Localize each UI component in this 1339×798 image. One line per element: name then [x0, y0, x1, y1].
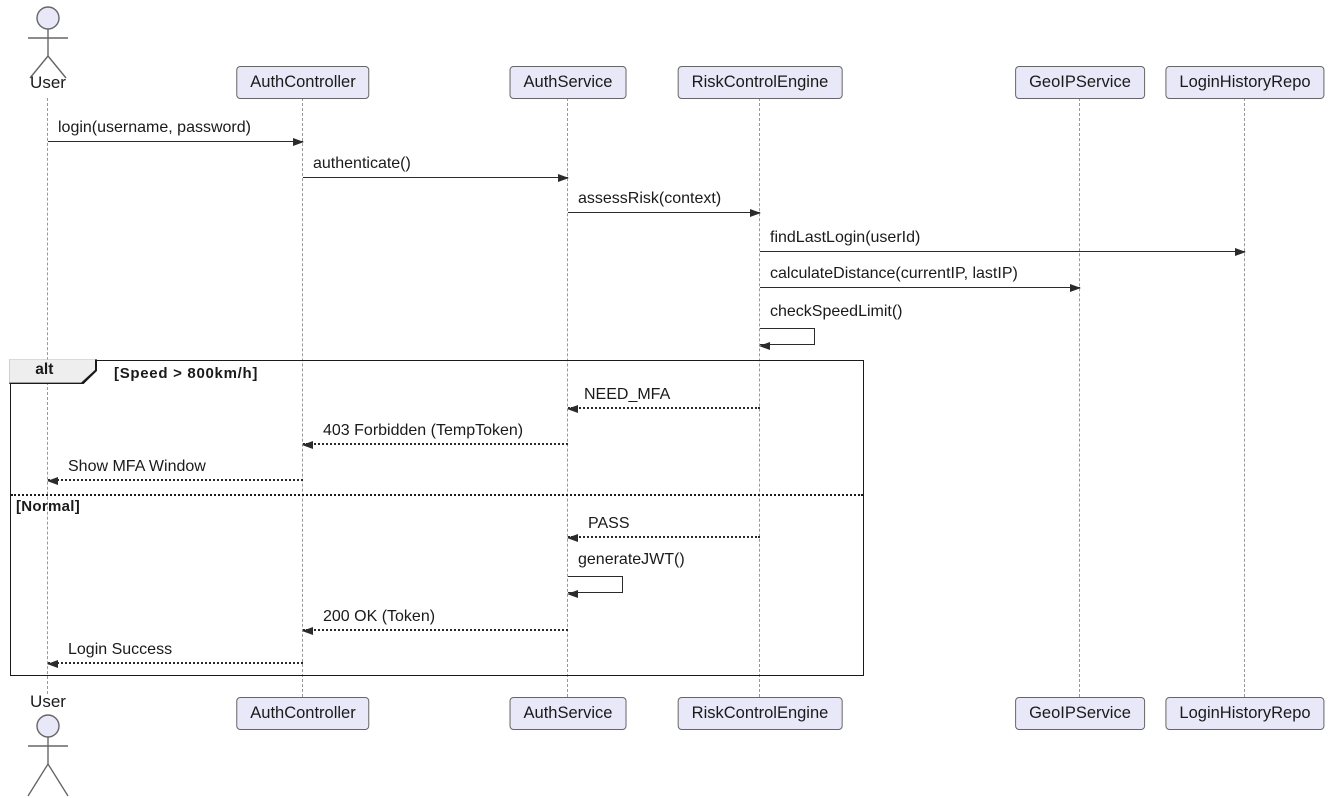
- participant-riskcontrolengine-top: RiskControlEngine: [677, 66, 843, 100]
- message-line: [48, 662, 303, 664]
- message-generate-jwt-label: generateJWT(): [578, 551, 685, 568]
- message-200-ok: 200 OK (Token): [302, 607, 568, 636]
- message-line: [303, 629, 568, 631]
- lifeline-authcontroller: [302, 98, 303, 697]
- alt-operator-label: alt: [35, 360, 54, 378]
- message-line: [48, 479, 303, 481]
- alt-condition-normal: [Normal]: [16, 498, 81, 515]
- message-pass: PASS: [567, 514, 760, 543]
- message-login-success: Login Success: [47, 640, 303, 669]
- participant-geoipservice-top: GeoIPService: [1015, 66, 1145, 100]
- message-need-mfa-label: NEED_MFA: [584, 386, 671, 403]
- arrowhead: [567, 589, 578, 598]
- arrowhead: [302, 627, 313, 636]
- arrowhead: [558, 174, 569, 183]
- arrowhead: [759, 341, 770, 350]
- participant-riskcontrolengine-bottom: RiskControlEngine: [677, 697, 843, 731]
- message-line: [303, 177, 568, 178]
- message-200-ok-label: 200 OK (Token): [323, 608, 436, 625]
- message-line: [568, 536, 760, 538]
- message-403-forbidden-label: 403 Forbidden (TempToken): [323, 422, 524, 439]
- lifeline-geoipservice: [1079, 98, 1080, 697]
- message-check-speed-limit-label: checkSpeedLimit(): [770, 303, 903, 320]
- lifeline-loginhistoryrepo: [1244, 98, 1245, 697]
- stick-figure-icon-top: [28, 6, 68, 79]
- alt-operator-tab-fill: alt: [9, 359, 96, 383]
- arrowhead: [567, 405, 578, 414]
- message-authenticate: authenticate(): [303, 154, 569, 183]
- message-line: [760, 251, 1245, 252]
- alt-operator-tab: alt: [9, 359, 98, 385]
- message-line: [48, 141, 303, 142]
- lifeline-riskcontrolengine: [759, 98, 760, 697]
- message-need-mfa: NEED_MFA: [567, 385, 760, 414]
- arrowhead: [1070, 284, 1081, 293]
- self-loop-check-speed-limit: [759, 328, 815, 350]
- arrowhead: [302, 441, 313, 450]
- alt-condition-speed: [Speed > 800km/h]: [114, 365, 259, 382]
- message-login-success-label: Login Success: [68, 641, 173, 658]
- message-show-mfa-window-label: Show MFA Window: [68, 458, 206, 475]
- arrowhead: [293, 138, 304, 147]
- message-show-mfa-window: Show MFA Window: [47, 457, 303, 486]
- actor-user-label-top: User: [30, 73, 66, 92]
- message-login-label: login(username, password): [58, 119, 251, 136]
- alt-else-divider: [11, 494, 863, 496]
- actor-user-label-bottom: User: [30, 692, 66, 711]
- message-find-last-login-label: findLastLogin(userId): [770, 229, 921, 246]
- arrowhead: [567, 534, 578, 543]
- lifeline-authservice: [567, 98, 568, 697]
- participant-authservice-bottom: AuthService: [509, 697, 627, 731]
- stick-figure-icon-bottom: [27, 714, 69, 797]
- message-calculate-distance-label: calculateDistance(currentIP, lastIP): [770, 265, 1018, 282]
- arrowhead: [750, 209, 761, 218]
- message-403-forbidden: 403 Forbidden (TempToken): [302, 421, 568, 450]
- message-calculate-distance: calculateDistance(currentIP, lastIP): [760, 264, 1081, 293]
- message-pass-label: PASS: [588, 515, 630, 532]
- message-assess-risk: assessRisk(context): [568, 189, 761, 218]
- message-line: [760, 287, 1080, 288]
- participant-authservice-top: AuthService: [509, 66, 627, 100]
- arrowhead: [47, 477, 58, 486]
- message-authenticate-label: authenticate(): [313, 155, 411, 172]
- message-assess-risk-label: assessRisk(context): [578, 190, 722, 207]
- message-line: [568, 212, 760, 213]
- arrowhead: [1235, 248, 1246, 257]
- message-line: [303, 443, 568, 445]
- message-login: login(username, password): [48, 118, 304, 147]
- message-find-last-login: findLastLogin(userId): [760, 228, 1246, 257]
- lifeline-user: [47, 98, 48, 694]
- participant-loginhistoryrepo-top: LoginHistoryRepo: [1165, 66, 1325, 100]
- self-loop-generate-jwt: [567, 576, 623, 598]
- participant-authcontroller-bottom: AuthController: [236, 697, 370, 731]
- participant-authcontroller-top: AuthController: [236, 66, 370, 100]
- participant-geoipservice-bottom: GeoIPService: [1015, 697, 1145, 731]
- alt-fragment: alt [Speed > 800km/h] [Normal]: [9, 359, 864, 676]
- participant-loginhistoryrepo-bottom: LoginHistoryRepo: [1165, 697, 1325, 731]
- arrowhead: [47, 660, 58, 669]
- message-line: [568, 407, 760, 409]
